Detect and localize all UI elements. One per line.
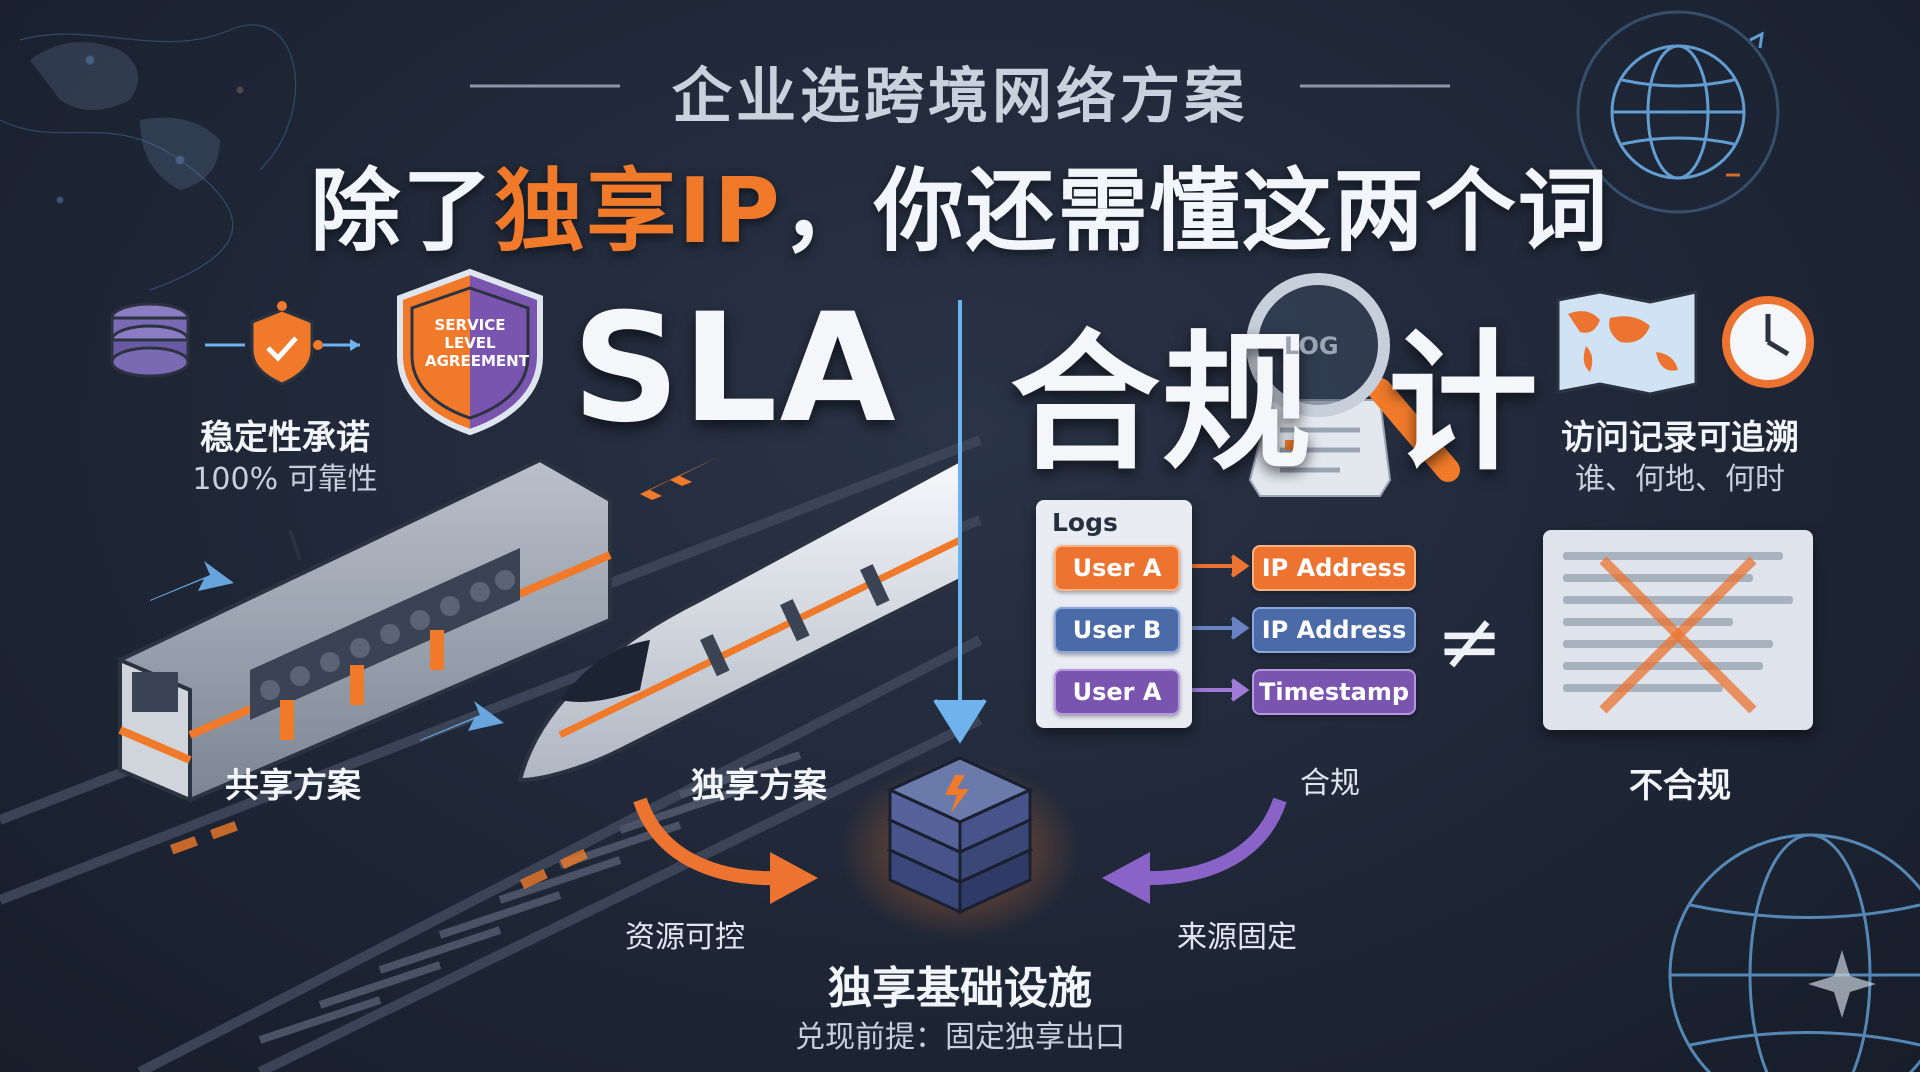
log-user-chip: User A	[1054, 545, 1180, 591]
log-user-chip: User A	[1054, 669, 1180, 715]
sla-badge-text: SERVICE LEVEL AGREEMENT	[425, 316, 529, 370]
not-equal-symbol: ≠	[1436, 595, 1504, 688]
stability-sub: 100% 可靠性	[192, 462, 378, 497]
log-user-chip: User B	[1054, 607, 1180, 653]
subtitle: 企业选跨境网络方案	[672, 62, 1248, 132]
trace-sub: 谁、何地、何时	[1575, 462, 1785, 497]
blurred-document	[1543, 530, 1813, 730]
headline: 除了独享IP，你还需懂这两个词	[0, 138, 1920, 268]
compliance-term-right: 计	[1388, 317, 1541, 491]
divider-arrow	[933, 300, 987, 744]
reject-x-icon	[1599, 556, 1757, 714]
logs-title: Logs	[1052, 508, 1118, 537]
server-stack-icon	[886, 756, 1034, 915]
foundation-title: 独享基础设施	[828, 963, 1092, 1014]
train-icon	[517, 456, 962, 783]
headline-highlight: 独享IP	[494, 159, 782, 264]
dedicated-label: 独享方案	[691, 766, 827, 806]
headline-pre: 除了	[310, 159, 495, 264]
globe-icon	[1668, 833, 1920, 1072]
globe-icon	[1576, 10, 1780, 214]
log-target-chip: Timestamp	[1252, 669, 1416, 715]
log-target-chip: IP Address	[1252, 545, 1416, 591]
badge-line: SERVICE	[434, 316, 506, 334]
log-tag: LOG	[1284, 332, 1339, 360]
headline-post: ，你还需懂这两个词	[781, 159, 1610, 264]
sla-term: SLA	[572, 282, 898, 456]
foundation-subtitle: 兑现前提：固定独享出口	[795, 1020, 1125, 1055]
database-icon	[110, 302, 190, 378]
train-icon	[118, 457, 612, 804]
compliance-term-left: 合规	[1010, 317, 1315, 491]
network-map-decoration	[0, 24, 297, 291]
shared-label: 共享方案	[225, 766, 361, 806]
world-map-icon	[1556, 290, 1698, 396]
stability-title: 稳定性承诺	[200, 418, 370, 458]
badge-line: AGREEMENT	[425, 352, 529, 370]
clock-icon	[1722, 296, 1814, 388]
flow-arrow-purple	[1102, 797, 1287, 904]
flow-arrow-orange	[633, 797, 818, 904]
noncompliant-label: 不合规	[1629, 766, 1731, 806]
left-flow-label: 资源可控	[625, 920, 745, 955]
badge-line: LEVEL	[444, 334, 496, 352]
compliant-label: 合规	[1300, 766, 1360, 801]
sla-shield-badge-icon	[397, 268, 543, 436]
shield-check-icon	[205, 301, 360, 386]
right-flow-label: 来源固定	[1177, 920, 1297, 955]
log-target-chip: IP Address	[1252, 607, 1416, 653]
trace-title: 访问记录可追溯	[1561, 418, 1799, 458]
sparkle-icon	[1808, 950, 1876, 1018]
magnifier-icon	[1246, 273, 1460, 497]
